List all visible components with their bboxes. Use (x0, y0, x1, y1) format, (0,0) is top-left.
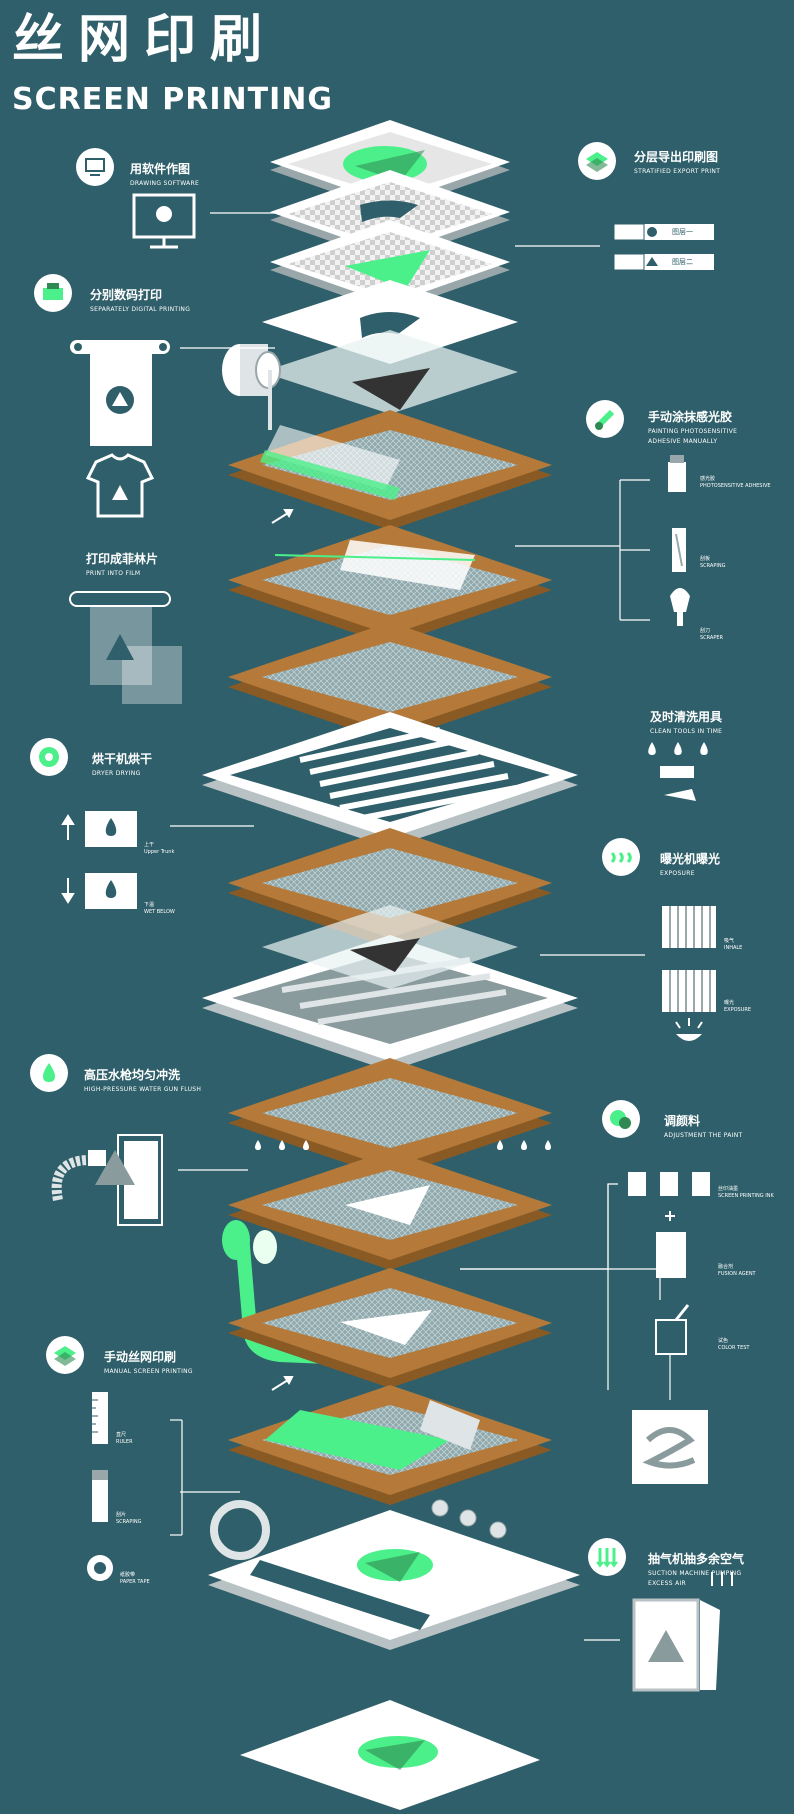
ruler-icon (92, 1392, 108, 1444)
title-chinese: 丝网印刷 (12, 10, 277, 70)
monitor-icon (132, 193, 196, 249)
screen-frame-coating (228, 410, 552, 530)
suction-output-icon (632, 1572, 733, 1692)
layers-icon (578, 142, 616, 180)
dryer-upper-icon (85, 811, 137, 847)
screen-frame-dried (228, 828, 552, 948)
computer-icon (76, 148, 114, 186)
printer-icon (34, 274, 72, 312)
exposure-unit (202, 905, 578, 1071)
water-drops (255, 1140, 551, 1150)
screen-frame-exposed (228, 1058, 552, 1178)
screen-frame-coated (228, 622, 552, 742)
exposure-icon (602, 838, 640, 876)
ink-jars-icon (628, 1172, 710, 1355)
tape-icon (87, 1555, 113, 1581)
screen-frame-inked (228, 1385, 552, 1505)
film-roll-icon (69, 591, 182, 704)
scraper-icon (670, 588, 690, 626)
vacuum-table (208, 1499, 580, 1650)
water-drop-icon (30, 1054, 68, 1092)
brush-icon (586, 400, 624, 438)
paint-icon (602, 1100, 640, 1138)
dryer-arrows (61, 814, 75, 904)
layer-panel-icon (613, 223, 714, 271)
exposure-panels-icon (662, 906, 716, 1041)
water-gun-icon (51, 1134, 163, 1226)
artwork-layer-3 (270, 220, 510, 312)
tshirt-icon (85, 453, 155, 518)
screen-frame-scoop (228, 525, 552, 645)
dryer-lower-icon (85, 873, 137, 909)
arrow-markers (271, 509, 294, 1391)
dryer-tray (202, 712, 578, 848)
printed-paper (262, 280, 518, 364)
coating-roller (222, 344, 281, 430)
layer-two-label: 图层二 (672, 258, 693, 266)
screen-frame-print (228, 1268, 552, 1388)
clean-tools-icons (648, 742, 708, 801)
color-test-card (632, 1410, 708, 1484)
adhesive-bottle-icon (668, 455, 686, 492)
screen-print-icon (46, 1336, 84, 1374)
title-english: SCREEN PRINTING (12, 82, 333, 117)
suction-icon (588, 1538, 626, 1576)
printed-tshirt (240, 1700, 540, 1810)
film-sheet (262, 330, 518, 414)
scoop-coater-icon (672, 528, 686, 572)
dryer-icon (30, 738, 68, 776)
scraping-icon (92, 1470, 108, 1522)
layer-one-label: 图层一 (672, 228, 693, 236)
paper-roll-icon (70, 340, 170, 446)
screen-frame-stencil (228, 1150, 552, 1270)
